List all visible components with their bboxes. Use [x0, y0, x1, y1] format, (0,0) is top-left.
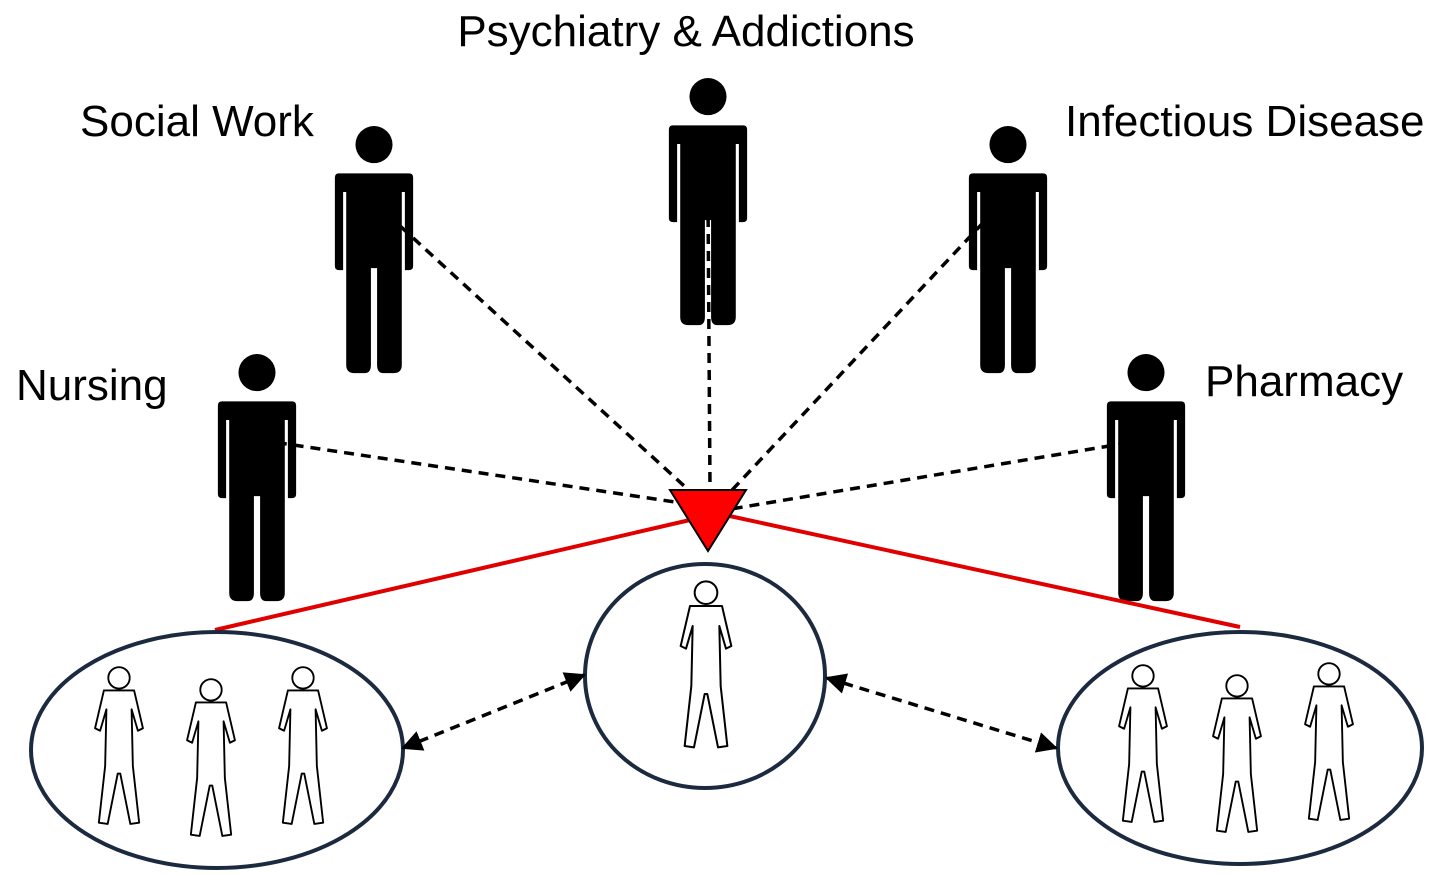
person-silhouette-icon-pharmacy [1106, 354, 1186, 602]
role-label-pharmacy: Pharmacy [1205, 357, 1403, 406]
person-silhouette-icon-social-work [334, 126, 414, 374]
person-silhouette-icon-nursing [217, 354, 297, 602]
role-label-nursing: Nursing [16, 361, 168, 410]
connector-infectious-disease [716, 208, 997, 507]
double-arrow-icon-left [401, 672, 586, 751]
red-connector-left [214, 518, 691, 632]
double-arrow-icon-right [824, 673, 1059, 753]
red-connector-right [724, 513, 1241, 629]
connector-psychiatry [706, 199, 712, 489]
dashed-connectors [259, 199, 1146, 512]
connector-pharmacy [724, 438, 1146, 512]
hub-triangle [668, 489, 748, 553]
person-silhouette-icon-infectious-disease [968, 126, 1048, 374]
connector-nursing [259, 438, 696, 507]
role-label-infectious-disease: Infectious Disease [1065, 97, 1425, 146]
connector-social-work [386, 213, 707, 507]
role-label-social-work: Social Work [80, 97, 315, 146]
role-label-psychiatry: Psychiatry & Addictions [457, 7, 914, 56]
